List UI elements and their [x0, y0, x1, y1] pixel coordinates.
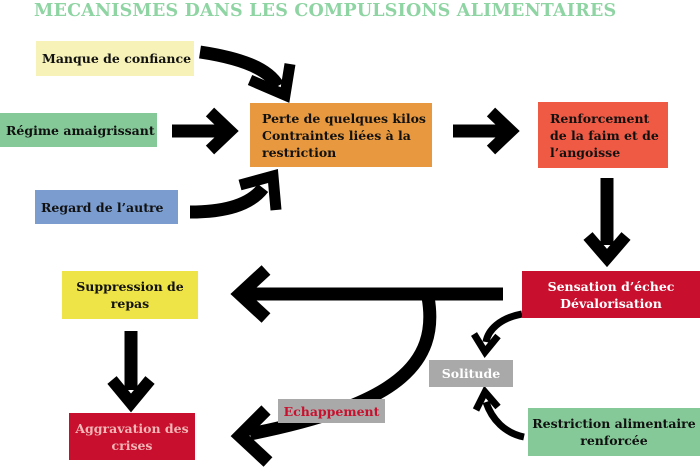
node-manque-de-confiance: Manque de confiance [36, 41, 194, 76]
node-solitude-label: Solitude [441, 366, 501, 381]
arrowhead-solitude-top [471, 332, 501, 359]
node-echappement: Echappement [278, 399, 385, 423]
node-regime-amaigrissant: Régime amaigrissant [0, 113, 157, 147]
arrowhead-suppression [230, 265, 271, 323]
node-renforcement: Renforcement de la faim et de l’angoisse [538, 102, 668, 168]
node-sensation-line-2: Dévalorisation [560, 295, 662, 311]
node-regime-label: Régime amaigrissant [6, 122, 155, 138]
node-restriction-line-1: Restriction alimentaire [532, 416, 696, 431]
arrowhead-solitude-bottom [472, 385, 501, 412]
node-renforcement-line-2: de la faim et de [550, 127, 659, 143]
arrowhead-aggravation [230, 405, 273, 467]
node-regard-de-l-autre: Regard de l’autre [35, 190, 178, 224]
node-renforcement-line-1: Renforcement [550, 110, 650, 126]
node-solitude: Solitude [429, 360, 513, 387]
node-renforcement-line-3: l’angoisse [550, 144, 621, 160]
node-echappement-label: Echappement [283, 403, 380, 419]
node-sensation-line-1: Sensation d’échec [547, 278, 675, 294]
arrowhead-renforcement [583, 232, 631, 268]
node-aggravation-des-crises: Aggravation des crises [69, 413, 195, 460]
node-suppression-line-2: repas [110, 296, 150, 311]
arrowhead-regard [238, 168, 282, 211]
arrow-sensation-to-solitude [482, 310, 523, 343]
arrow-restriction-to-solitude [482, 400, 525, 441]
node-restriction-line-2: renforcée [580, 433, 648, 448]
node-regard-label: Regard de l’autre [41, 199, 164, 215]
node-perte-line-2: Contraintes liées à la [262, 127, 411, 143]
node-perte-line-1: Perte de quelques kilos [262, 110, 426, 126]
arrowhead-regime [205, 107, 239, 155]
node-restriction-alimentaire: Restriction alimentaire renforcée [528, 408, 700, 456]
node-perte-de-kilos: Perte de quelques kilos Contraintes liée… [250, 103, 432, 167]
arrowhead-perte [486, 107, 520, 155]
node-manque-label: Manque de confiance [42, 51, 192, 66]
node-suppression-de-repas: Suppression de repas [62, 271, 198, 319]
arrow-regard-to-perte [189, 183, 269, 219]
node-aggravation-line-2: crises [111, 437, 153, 453]
arrowhead-suppression-down [107, 376, 155, 413]
node-suppression-line-1: Suppression de [76, 279, 184, 294]
diagram-title: MECANISMES DANS LES COMPULSIONS ALIMENTA… [34, 1, 617, 21]
node-sensation-d-echec: Sensation d’échec Dévalorisation [522, 271, 700, 318]
arrow-manque-to-perte [199, 45, 284, 90]
node-aggravation-line-1: Aggravation des [75, 420, 189, 436]
arrowhead-manque [247, 63, 296, 103]
node-perte-line-3: restriction [262, 144, 337, 160]
